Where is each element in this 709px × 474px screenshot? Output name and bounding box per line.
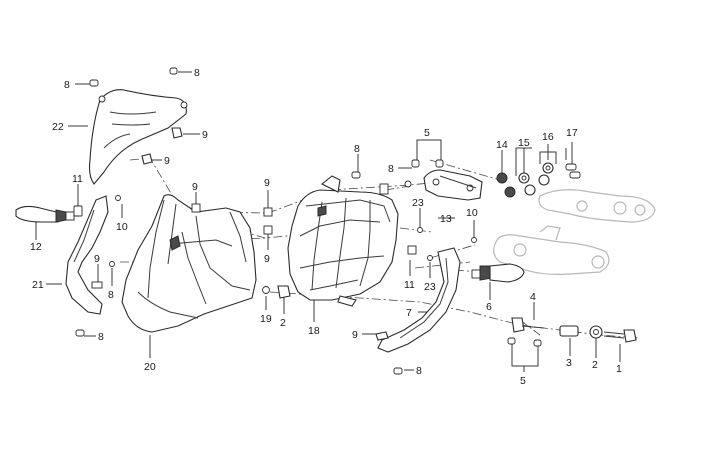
label-14: 14 (496, 139, 508, 151)
label-2: 2 (592, 359, 598, 371)
label-8: 8 (354, 143, 360, 155)
turn-signal-right-6 (471, 263, 525, 283)
label-9: 9 (164, 155, 170, 167)
label-8: 8 (64, 79, 70, 91)
bracket-13 (404, 159, 483, 261)
label-21: 21 (32, 279, 44, 291)
label-23: 23 (412, 197, 424, 209)
label-11: 11 (404, 279, 415, 291)
label-19: 19 (260, 313, 272, 325)
label-18: 18 (308, 325, 320, 337)
label-22: 22 (52, 121, 64, 133)
bracket-left-21 (65, 195, 121, 337)
label-4: 4 (530, 291, 536, 303)
fairing-clips (191, 203, 291, 299)
label-17: 17 (566, 127, 578, 139)
label-9: 9 (94, 253, 100, 265)
headlight-18 (287, 171, 399, 307)
label-10: 10 (466, 207, 478, 219)
label-2: 2 (280, 317, 286, 329)
label-13: 13 (440, 213, 452, 225)
label-9: 9 (264, 177, 270, 189)
label-10: 10 (116, 221, 128, 233)
label-16: 16 (542, 131, 554, 143)
label-15: 15 (518, 137, 530, 149)
label-7: 7 (406, 307, 412, 319)
label-11: 11 (72, 173, 83, 185)
mount-hardware-1-5 (507, 317, 637, 347)
label-9: 9 (264, 253, 270, 265)
label-8: 8 (388, 163, 394, 175)
turn-signal-left-12 (15, 205, 83, 223)
damper-hardware-14-17 (496, 162, 581, 198)
label-1: 1 (616, 363, 622, 375)
label-8: 8 (194, 67, 200, 79)
label-6: 6 (486, 301, 492, 313)
leader-lines (35, 71, 621, 372)
part-labels: 8 8 22 9 9 11 10 12 9 8 21 8 20 9 9 9 19… (30, 67, 622, 387)
label-8: 8 (416, 365, 422, 377)
bracket-right-7 (375, 247, 461, 375)
label-9: 9 (352, 329, 358, 341)
front-fairing-20 (121, 194, 257, 333)
label-12: 12 (30, 241, 42, 253)
upper-cover-22 (88, 89, 188, 185)
label-9: 9 (202, 129, 208, 141)
fasteners-top-left (89, 67, 183, 165)
ghost-handlebar-upper (538, 189, 656, 223)
ghost-triple-clamp-lower (493, 225, 610, 275)
label-8: 8 (108, 289, 114, 301)
label-3: 3 (566, 357, 572, 369)
label-20: 20 (144, 361, 156, 373)
label-8: 8 (98, 331, 104, 343)
label-5: 5 (424, 127, 430, 139)
label-9: 9 (192, 181, 198, 193)
label-5: 5 (520, 375, 526, 387)
label-23: 23 (424, 281, 436, 293)
